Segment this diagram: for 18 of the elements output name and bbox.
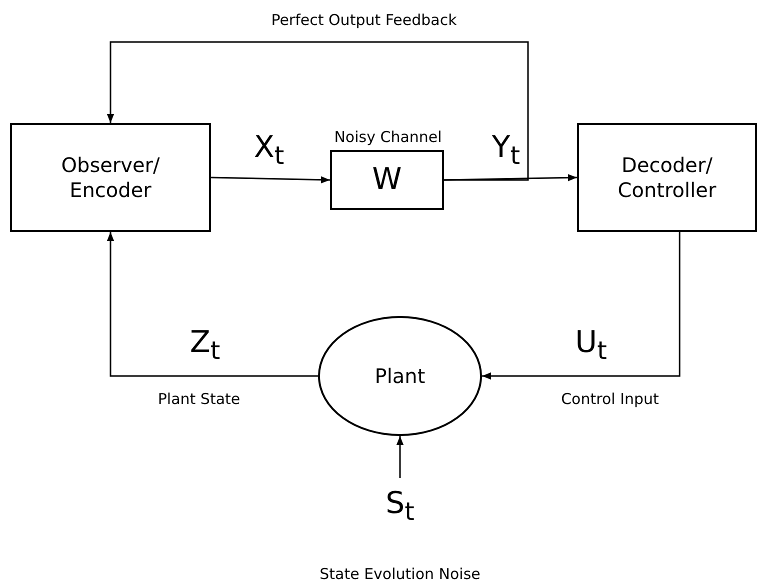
arrow	[210, 176, 330, 184]
arrow	[482, 232, 680, 380]
process-box	[330, 150, 444, 210]
process-box	[577, 123, 757, 232]
node-caption: State Evolution Noise	[320, 565, 480, 583]
node-text: Plant	[374, 364, 426, 388]
node-text: Observer/ Encoder	[60, 152, 161, 202]
node-text: W	[372, 161, 402, 199]
signal-label: Control Input	[561, 390, 659, 408]
arrow	[444, 174, 578, 182]
arrow	[106, 232, 318, 377]
process-box	[10, 123, 211, 232]
arrow	[396, 436, 404, 478]
node-text: S$_{t}$	[386, 484, 414, 528]
node-caption: Noisy Channel	[334, 128, 442, 146]
node-text: Decoder/ Controller	[616, 152, 718, 202]
arrow	[106, 41, 529, 181]
signal-label: Plant State	[158, 390, 240, 408]
